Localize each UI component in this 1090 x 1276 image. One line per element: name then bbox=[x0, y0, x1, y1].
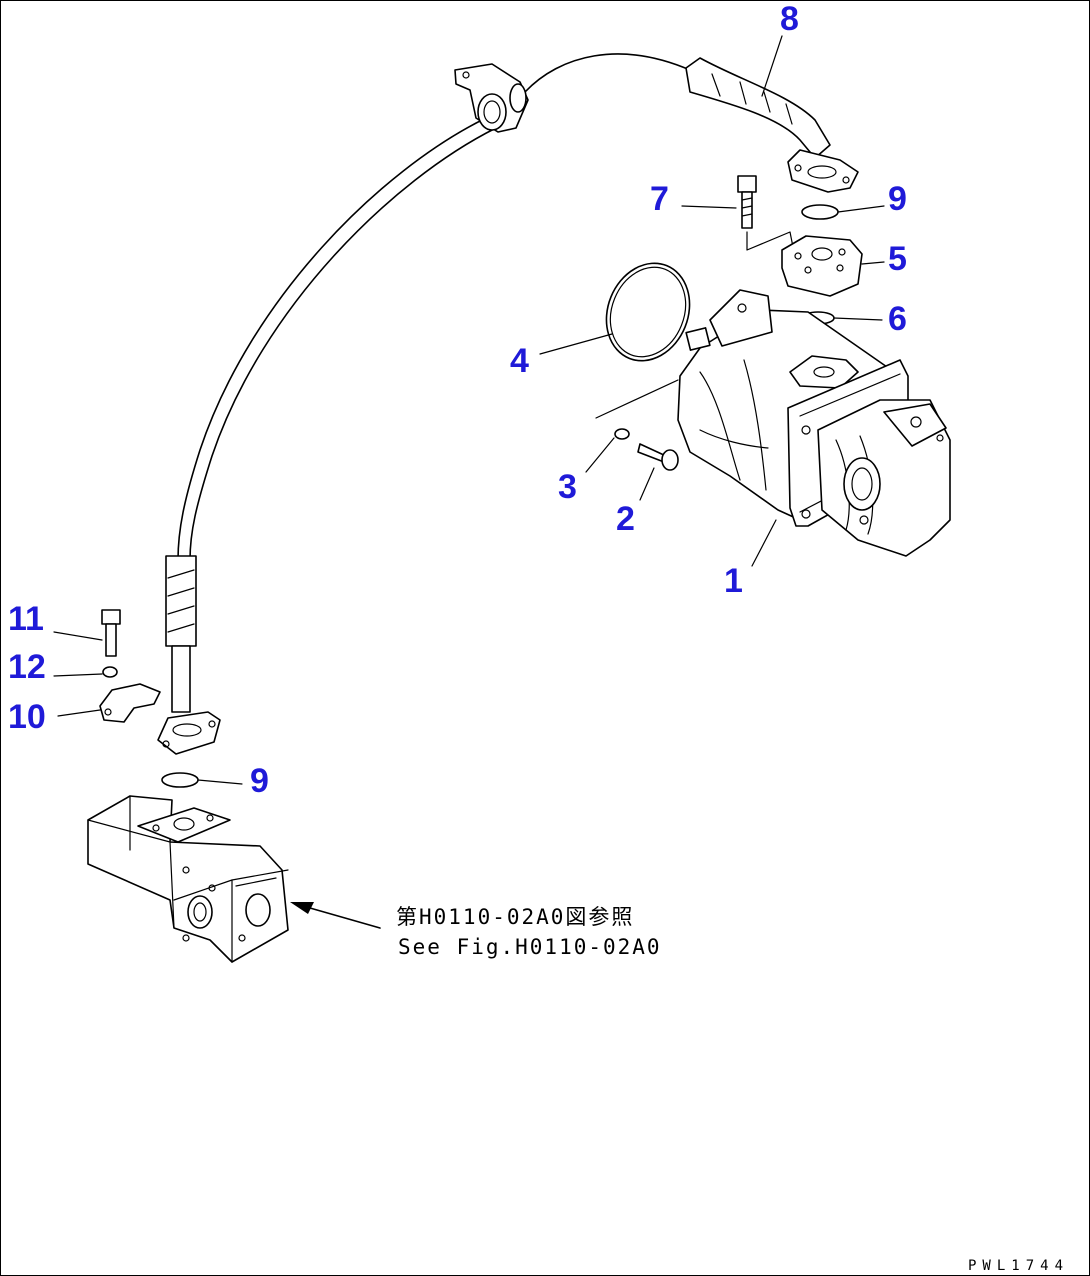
callout-11: 11 bbox=[8, 600, 44, 638]
washer-12 bbox=[102, 666, 118, 678]
callout-2: 2 bbox=[616, 500, 635, 538]
reference-arrow bbox=[290, 902, 381, 929]
valve-block bbox=[87, 795, 289, 963]
callout-12: 12 bbox=[8, 648, 46, 686]
callout-9-upper: 9 bbox=[888, 180, 907, 218]
split-flange-10 bbox=[99, 683, 161, 723]
callout-1: 1 bbox=[724, 562, 743, 600]
callout-4: 4 bbox=[510, 342, 529, 380]
hose-assembly bbox=[157, 53, 859, 755]
callout-6: 6 bbox=[888, 300, 907, 338]
block-5 bbox=[781, 235, 863, 297]
pump-1 bbox=[677, 289, 951, 557]
washer-3 bbox=[614, 428, 630, 440]
bolt-11 bbox=[101, 609, 121, 657]
o-ring-4 bbox=[605, 262, 691, 362]
leader-pump-guide bbox=[595, 379, 679, 419]
callout-8: 8 bbox=[780, 0, 799, 38]
o-ring-9-lower bbox=[161, 772, 199, 788]
bolt-2 bbox=[637, 443, 679, 471]
callout-5: 5 bbox=[888, 240, 907, 278]
callout-3: 3 bbox=[558, 468, 577, 506]
o-ring-9-upper bbox=[801, 204, 839, 220]
callout-7: 7 bbox=[650, 180, 669, 218]
reference-note: 第H0110-02A0図参照 See Fig.H0110-02A0 bbox=[396, 905, 662, 959]
callout-10: 10 bbox=[8, 698, 46, 736]
reference-line-jp: 第H0110-02A0図参照 bbox=[396, 905, 634, 929]
leader-lines bbox=[53, 35, 885, 785]
callout-9-lower: 9 bbox=[250, 762, 269, 800]
drawing-code: PWL1744 bbox=[968, 1258, 1069, 1274]
reference-line-en: See Fig.H0110-02A0 bbox=[398, 935, 662, 959]
callout-labels: 8 7 9 5 6 4 3 2 1 11 12 10 9 bbox=[8, 0, 907, 800]
